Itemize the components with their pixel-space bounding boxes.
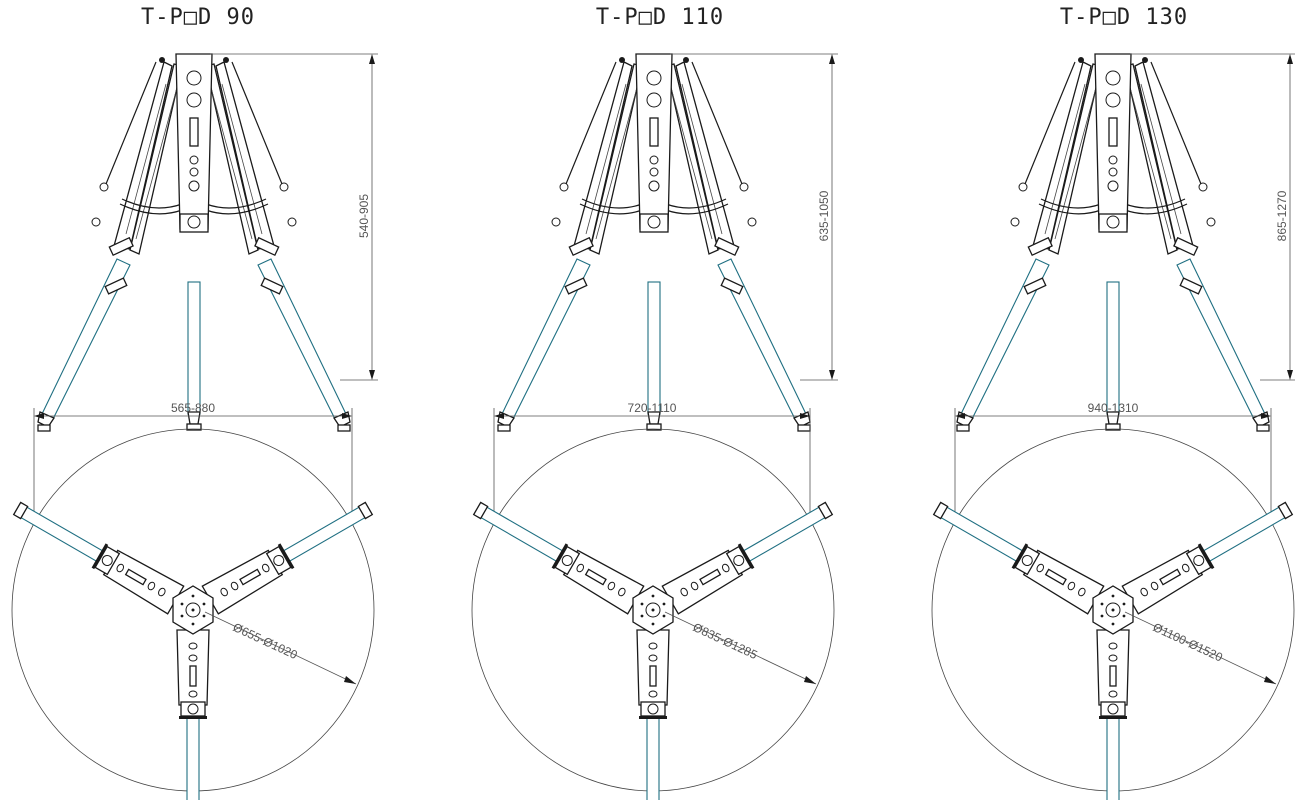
top-view-drawing <box>9 495 377 800</box>
side-view-drawing <box>497 53 811 432</box>
model-tpod-130: T-P□D 130 865-1270 940-1310 Ø1100-Ø1520 <box>929 5 1297 800</box>
model-title: T-P□D 110 <box>596 5 724 30</box>
model-title: T-P□D 90 <box>141 5 255 30</box>
model-tpod-110: T-P□D 110 635-1050 720-1110 Ø835-Ø1285 <box>469 5 838 800</box>
diameter-dimension: Ø1100-Ø1520 <box>1151 620 1225 665</box>
top-view-drawing <box>469 495 837 800</box>
top-view-drawing <box>929 495 1297 800</box>
span-dimension: 720-1110 <box>628 401 677 415</box>
height-dimension: 865-1270 <box>1275 190 1289 241</box>
span-dimension: 565-880 <box>171 401 215 415</box>
diameter-dimension: Ø655-Ø1020 <box>231 620 300 662</box>
diameter-dimension: Ø835-Ø1285 <box>691 620 760 662</box>
side-view-drawing <box>37 53 351 432</box>
height-dimension: 635-1050 <box>817 190 831 241</box>
side-view-drawing <box>956 53 1270 432</box>
span-dimension: 940-1310 <box>1088 401 1139 415</box>
model-title: T-P□D 130 <box>1060 5 1188 30</box>
model-tpod-90: T-P□D 90 540-905 565-880 Ø655-Ø1020 <box>9 5 378 800</box>
height-dimension: 540-905 <box>357 194 371 238</box>
